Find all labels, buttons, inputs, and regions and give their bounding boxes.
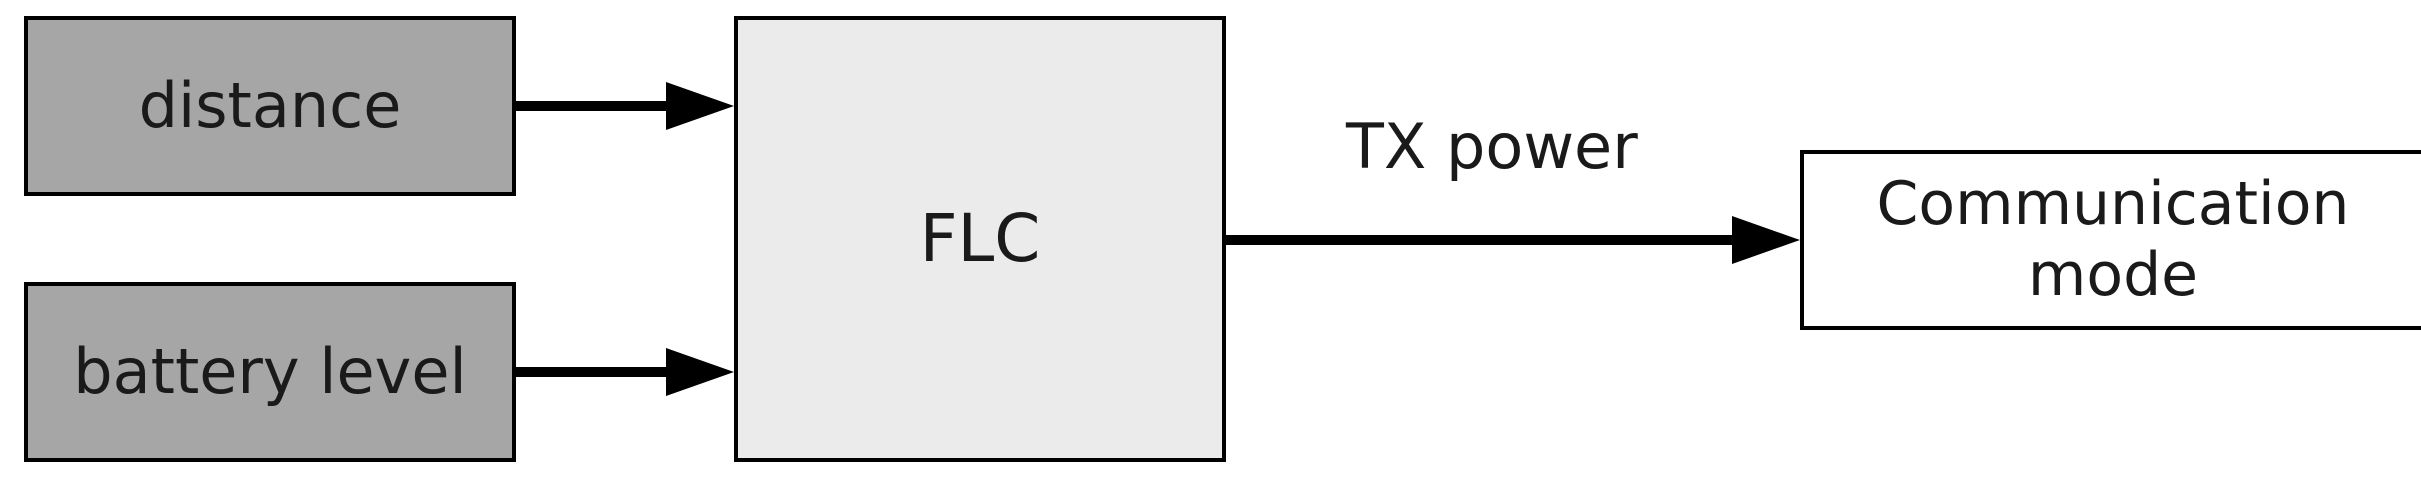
communication-mode-label: Communication mode — [1876, 169, 2350, 310]
battery-level-label: battery level — [73, 335, 467, 409]
flc-box: FLC — [734, 16, 1226, 462]
distance-input-box: distance — [24, 16, 516, 196]
arrowhead-distance-to-flc — [666, 82, 734, 130]
battery-level-input-box: battery level — [24, 282, 516, 462]
arrowhead-battery-to-flc — [666, 348, 734, 396]
tx-power-label: TX power — [1346, 110, 1638, 183]
communication-mode-box: Communication mode — [1800, 150, 2421, 330]
distance-label: distance — [138, 69, 402, 143]
flc-label: FLC — [919, 200, 1041, 278]
arrowhead-flc-to-comm — [1732, 216, 1800, 264]
